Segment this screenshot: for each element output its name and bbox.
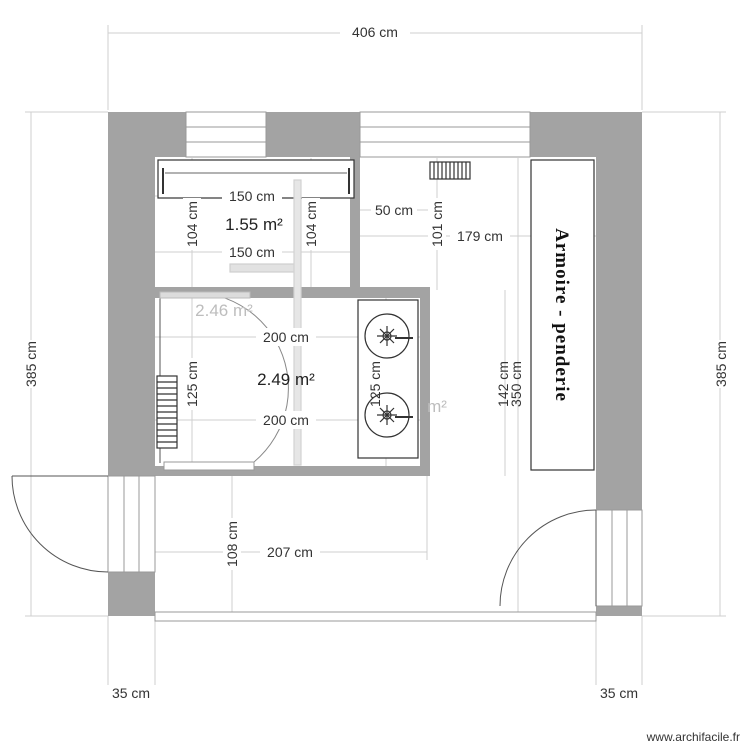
dimension-labels: 406 cm 385 cm 385 cm 35 cm 35 cm 150 cm …: [22, 22, 730, 701]
walls: [108, 112, 642, 616]
dim-wall-right: 35 cm: [600, 685, 638, 701]
double-vanity: [357, 299, 419, 459]
radiator-top-icon: [429, 161, 471, 180]
windows: [107, 111, 643, 622]
dim-wc-depth-left: 104 cm: [184, 201, 200, 247]
dim-hall-depth: 108 cm: [224, 521, 240, 567]
dim-wc-width-top: 150 cm: [229, 188, 275, 204]
area-labels: 1.55 m² 2.46 m² 2.49 m² m²: [195, 215, 447, 416]
dim-vanity-depth: 125 cm: [367, 361, 383, 407]
area-wc: 1.55 m²: [225, 215, 283, 234]
dim-overall-height-right: 385 cm: [713, 341, 729, 387]
radiator-left-icon: [156, 375, 178, 449]
window-bottom: [154, 611, 597, 622]
dim-overall-width: 406 cm: [352, 24, 398, 40]
dim-right-depth-142: 142 cm: [495, 361, 511, 407]
dim-wall-left: 35 cm: [112, 685, 150, 701]
wardrobe: [530, 159, 595, 471]
area-bath-ghost: 2.46 m²: [195, 301, 253, 320]
dim-wardrobe-zone-width: 179 cm: [457, 228, 503, 244]
window-top-right: [359, 111, 531, 158]
dim-bath-depth-left: 125 cm: [184, 361, 200, 407]
area-ghost-fragment: m²: [427, 397, 447, 416]
wardrobe-label: Armoire - penderie: [551, 228, 572, 402]
fixtures: [156, 159, 595, 471]
window-top-left: [185, 111, 267, 158]
dim-right-depth-350: 350 cm: [508, 361, 524, 407]
dim-hall-width: 207 cm: [267, 544, 313, 560]
area-bath: 2.49 m²: [257, 370, 315, 389]
dim-wc-width-bottom: 150 cm: [229, 244, 275, 260]
dim-gap-width: 50 cm: [375, 202, 413, 218]
window-right: [595, 509, 643, 607]
archifacile-credit: www.archifacile.fr: [646, 730, 740, 744]
dim-bath-width-top: 200 cm: [263, 329, 309, 345]
dim-gap-depth: 101 cm: [429, 201, 445, 247]
dim-wc-depth-right: 104 cm: [303, 201, 319, 247]
dim-bath-width-bottom: 200 cm: [263, 412, 309, 428]
window-left: [107, 475, 156, 573]
dim-overall-height-left: 385 cm: [23, 341, 39, 387]
